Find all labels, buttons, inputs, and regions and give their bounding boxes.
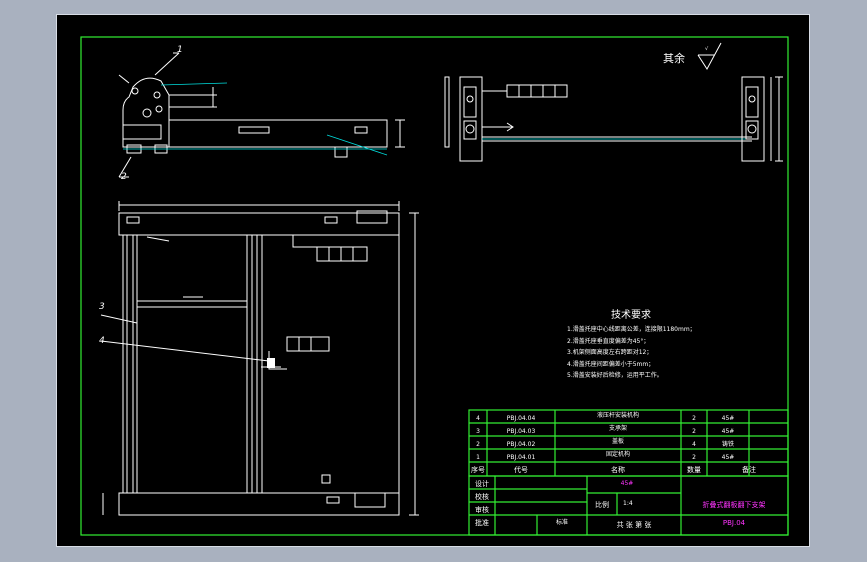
side-view-detail (118, 52, 405, 178)
bom-row-4-material: 45# (722, 454, 735, 461)
bom-header-name: 名称 (611, 465, 625, 474)
bom-row-4-code: PBJ.04.01 (507, 454, 536, 461)
bom-row-2-name: 支承架 (609, 424, 627, 432)
bom-row-2-no: 3 (476, 428, 480, 435)
bom-header-no: 序号 (471, 465, 485, 474)
bom-row-1-code: PBJ.04.04 (507, 415, 536, 422)
drawing-code: PBJ.04 (723, 519, 746, 527)
bom-row-1-name: 液压杆安装机构 (597, 411, 639, 419)
bom-table (468, 409, 789, 477)
scale-label: 比例 (595, 500, 609, 509)
bom-row-3-no: 2 (476, 441, 480, 448)
leader-2: 2 (121, 172, 127, 182)
title-row-check: 校核 (475, 492, 489, 501)
leader-3: 3 (99, 302, 105, 312)
tech-item-4: 4.滑盖托座间距偏差小于5mm； (567, 360, 654, 368)
bom-row-3-qty: 4 (692, 441, 696, 448)
front-view (100, 201, 419, 516)
title-block (468, 475, 789, 536)
title-row-design: 设计 (475, 479, 489, 488)
sheet-label: 共 张 第 张 (617, 520, 652, 529)
bom-row-3-code: PBJ.04.02 (507, 441, 536, 448)
bom-row-4-qty: 2 (692, 454, 696, 461)
bom-header-qty: 数量 (687, 465, 701, 474)
title-material: 45# (621, 480, 634, 487)
bom-row-3-name: 盖板 (612, 437, 624, 445)
bom-row-1-no: 4 (476, 415, 480, 422)
title-row-approve: 批准 (475, 518, 489, 527)
leader-1: 1 (177, 45, 183, 55)
bom-row-4-name: 固定机构 (606, 450, 630, 458)
tech-item-1: 1.滑盖托座中心线距离公差，连接限1180mm； (567, 325, 696, 333)
title-row-review: 审核 (475, 505, 489, 514)
bom-row-2-material: 45# (722, 428, 735, 435)
tech-item-2: 2.滑盖托座垂直度偏差为45°； (567, 337, 649, 345)
bom-row-2-code: PBJ.04.03 (507, 428, 536, 435)
bom-row-2-qty: 2 (692, 428, 696, 435)
process-label: 标准 (556, 518, 568, 526)
bom-header-remark: 备注 (742, 465, 756, 474)
surface-finish-label: 其余 (663, 51, 685, 65)
drawing-sheet: 其余 √ 1 2 (56, 14, 810, 547)
bom-row-4-no: 1 (476, 454, 480, 461)
leader-4: 4 (99, 336, 105, 346)
bom-row-3-material: 铸铁 (722, 440, 734, 448)
end-view-detail (444, 76, 783, 162)
tech-item-5: 5.滑盖安装好后检修，运用平工作。 (567, 371, 663, 379)
bom-row-1-material: 45# (722, 415, 735, 422)
bom-header-code: 代号 (514, 465, 528, 474)
cad-drawing: 其余 √ 1 2 (80, 36, 789, 536)
tech-title: 技术要求 (611, 308, 651, 321)
inner-frame (80, 36, 789, 536)
bom-row-1-qty: 2 (692, 415, 696, 422)
svg-text:√: √ (705, 46, 709, 52)
scale-value: 1:4 (623, 500, 633, 507)
roughness-icon: √ (697, 42, 722, 70)
tech-item-3: 3.机架侧面高度左右跨距对12； (567, 348, 652, 356)
drawing-title: 折叠式翻板翻下支架 (703, 500, 766, 509)
